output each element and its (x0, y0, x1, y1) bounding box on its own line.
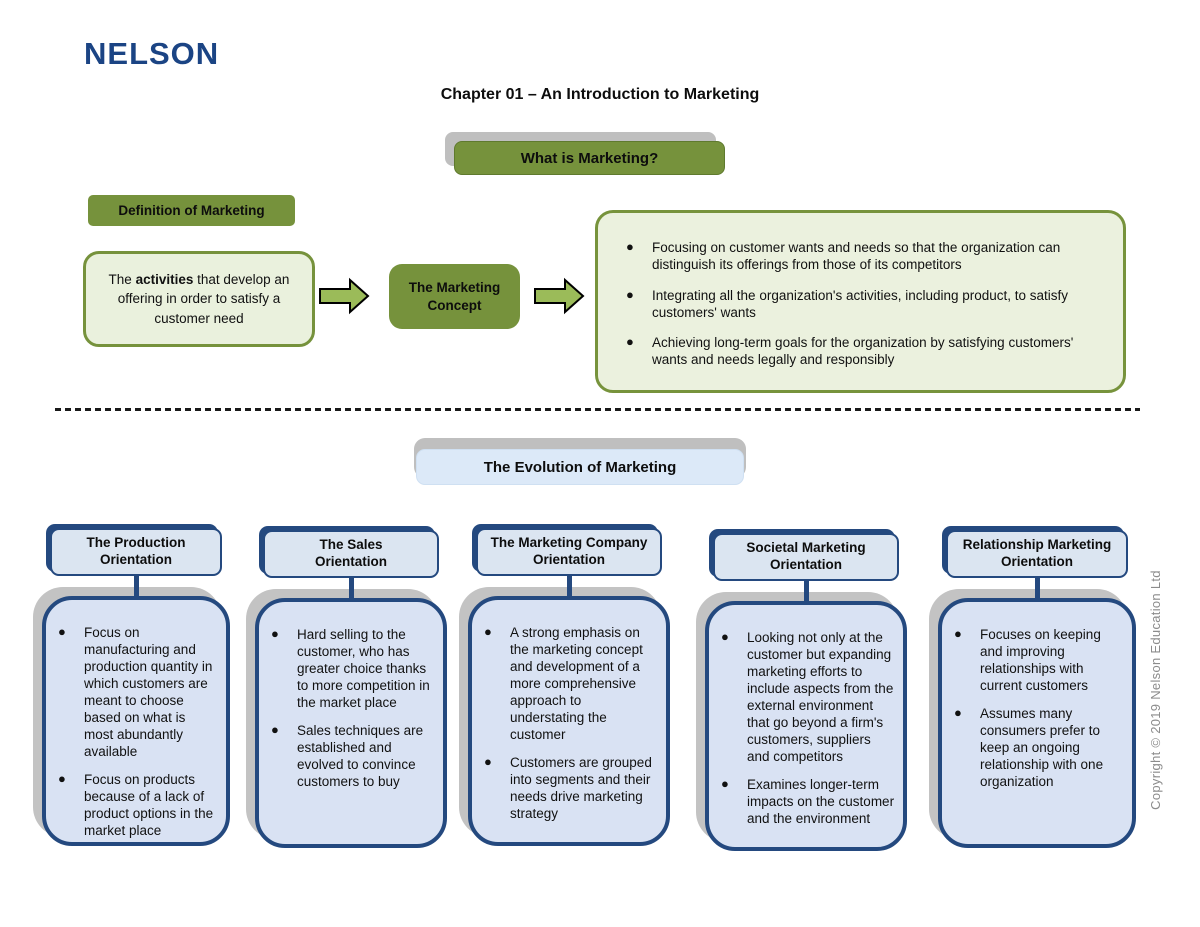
bullet-text: Assumes many consumers prefer to keep an… (980, 706, 1104, 789)
what-is-marketing-banner: What is Marketing? (454, 141, 725, 175)
column-marketing-company-orientation: The Marketing Company Orientation ● A st… (468, 528, 670, 846)
definition-label-text: Definition of Marketing (118, 203, 265, 218)
bullet-text: Focuses on keeping and improving relatio… (980, 627, 1101, 693)
marketing-concept-box: The Marketing Concept (389, 264, 520, 329)
bullet-item: ● Focus on products because of a lack of… (58, 771, 218, 839)
column-relationship-marketing-orientation: Relationship Marketing Orientation ● Foc… (938, 530, 1136, 848)
bullet-item: ● Looking not only at the customer but e… (721, 629, 895, 765)
copyright-notice: Copyright © 2019 Nelson Education Ltd (1148, 570, 1163, 810)
bullet-dot-icon: ● (484, 754, 492, 769)
definition-text: The activities that develop an offering … (108, 271, 290, 326)
bullet-dot-icon: ● (58, 624, 66, 639)
bullet-dot-icon: ● (271, 722, 279, 737)
bullet-item: ● Customers are grouped into segments an… (484, 754, 658, 822)
bullet-dot-icon: ● (954, 705, 962, 720)
column-header: The Sales Orientation (262, 530, 440, 578)
bullet-item: ● Focuses on keeping and improving relat… (954, 626, 1124, 694)
column-header: Relationship Marketing Orientation (945, 530, 1129, 578)
column-header: The Production Orientation (49, 528, 223, 576)
bullet-text: Hard selling to the customer, who has gr… (297, 627, 430, 710)
column-production-orientation: The Production Orientation ● Focus on ma… (42, 528, 230, 846)
bullet-text: Customers are grouped into segments and … (510, 755, 652, 821)
right-arrow-icon (534, 277, 585, 315)
connector-line (348, 578, 354, 598)
column-title: Relationship Marketing Orientation (962, 537, 1112, 569)
bullet-item: ● Focus on manufacturing and production … (58, 624, 218, 760)
connector-line (1034, 578, 1040, 598)
evolution-of-marketing-banner: The Evolution of Marketing (416, 449, 744, 485)
bullet-text: A strong emphasis on the marketing conce… (510, 625, 643, 742)
bullet-item: ● A strong emphasis on the marketing con… (484, 624, 658, 743)
concept-bullet-item: ● Integrating all the organization's act… (626, 287, 1097, 322)
column-title: The Sales Orientation (314, 537, 387, 569)
column-body: ● Hard selling to the customer, who has … (255, 598, 447, 848)
nelson-logo: NELSON (84, 36, 220, 71)
bullet-text: Focus on products because of a lack of p… (84, 772, 214, 838)
bullet-item: ● Examines longer-term impacts on the cu… (721, 776, 895, 827)
definition-of-marketing-label: Definition of Marketing (88, 195, 295, 226)
column-header: The Marketing Company Orientation (476, 528, 662, 576)
connector-line (566, 576, 572, 596)
banner-label: The Evolution of Marketing (483, 458, 677, 476)
column-body: ● Focus on manufacturing and production … (42, 596, 230, 846)
marketing-concept-label: The Marketing Concept (408, 279, 501, 313)
connector-line (133, 576, 139, 596)
bullet-item: ● Hard selling to the customer, who has … (271, 626, 435, 711)
bullet-item: ● Sales techniques are established and e… (271, 722, 435, 790)
marketing-concept-bullet-box: ● Focusing on customer wants and needs s… (595, 210, 1126, 393)
column-societal-marketing-orientation: Societal Marketing Orientation ● Looking… (705, 533, 907, 851)
right-arrow-icon (319, 277, 370, 315)
bullet-text: Examines longer-term impacts on the cust… (747, 777, 895, 826)
column-body: ● Looking not only at the customer but e… (705, 601, 907, 851)
bullet-dot-icon: ● (721, 776, 729, 791)
bullet-dot-icon: ● (626, 334, 634, 350)
bullet-text: Focus on manufacturing and production qu… (84, 625, 213, 759)
definition-box: The activities that develop an offering … (83, 251, 315, 347)
column-header: Societal Marketing Orientation (713, 533, 899, 581)
bullet-dot-icon: ● (721, 629, 729, 644)
bullet-dot-icon: ● (626, 239, 634, 254)
column-title: The Production Orientation (86, 535, 186, 567)
bullet-text: Sales techniques are established and evo… (297, 723, 424, 789)
column-body: ● A strong emphasis on the marketing con… (468, 596, 670, 846)
column-sales-orientation: The Sales Orientation ● Hard selling to … (255, 530, 447, 848)
bullet-dot-icon: ● (484, 624, 492, 639)
concept-bullet-text: Focusing on customer wants and needs so … (652, 240, 1061, 273)
banner-label: What is Marketing? (520, 149, 659, 167)
column-title: The Marketing Company Orientation (490, 535, 648, 567)
concept-bullet-text: Integrating all the organization's activ… (652, 287, 1069, 320)
dashed-divider (55, 408, 1140, 411)
column-title: Societal Marketing Orientation (746, 540, 866, 572)
bullet-dot-icon: ● (626, 286, 634, 302)
connector-line (803, 581, 809, 601)
column-body: ● Focuses on keeping and improving relat… (938, 598, 1136, 848)
bullet-dot-icon: ● (954, 626, 962, 641)
bullet-item: ● Assumes many consumers prefer to keep … (954, 705, 1124, 790)
bullet-text: Looking not only at the customer but exp… (747, 630, 894, 764)
bullet-dot-icon: ● (58, 771, 66, 786)
page-title: Chapter 01 – An Introduction to Marketin… (440, 86, 760, 103)
bullet-dot-icon: ● (271, 626, 279, 641)
concept-bullet-item: ● Focusing on customer wants and needs s… (626, 239, 1097, 274)
concept-bullet-text: Achieving long-term goals for the organi… (652, 335, 1074, 368)
concept-bullet-item: ● Achieving long-term goals for the orga… (626, 334, 1097, 369)
